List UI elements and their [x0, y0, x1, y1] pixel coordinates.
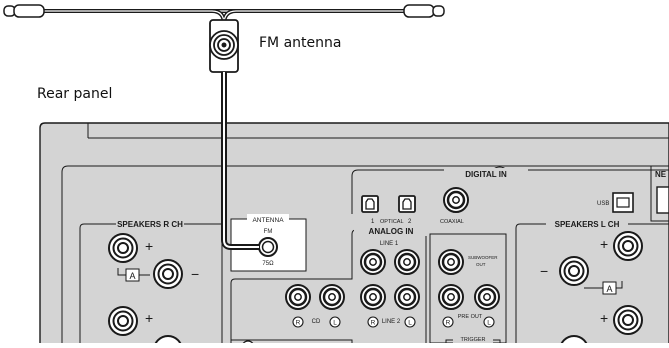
antenna-end-left	[3, 4, 45, 18]
rca-jack-icon[interactable]	[393, 283, 421, 311]
rca-jack-icon[interactable]	[473, 283, 501, 311]
network-section: NE	[650, 165, 669, 222]
digital-in-section: DIGITAL IN 1 OPTICAL 2 COAXIAL USB	[351, 166, 669, 225]
usb-port-icon[interactable]	[612, 192, 634, 213]
rca-jack-icon[interactable]	[359, 248, 387, 276]
rca-jack-icon[interactable]	[437, 283, 465, 311]
speaker-terminal-icon[interactable]	[153, 259, 183, 289]
plus-sign: +	[600, 310, 608, 326]
coaxial-label: COAXIAL	[440, 219, 464, 225]
speaker-terminal-icon[interactable]	[559, 256, 589, 286]
plus-sign: +	[600, 236, 608, 252]
analog-in-section: ANALOG IN LINE 1 R L R L CD LINE 2	[230, 225, 428, 348]
optical-label: OPTICAL	[380, 219, 404, 225]
speakers-l-section: SPEAKERS L CH + + − A	[515, 219, 669, 348]
cd-label: CD	[312, 319, 321, 325]
speakers-l-label: SPEAKERS L CH	[555, 220, 620, 229]
network-label: NE	[655, 170, 667, 179]
plus-sign: +	[145, 238, 153, 254]
rca-jack-icon[interactable]	[359, 283, 387, 311]
pre-out-label: PRE OUT	[458, 314, 483, 320]
optical-2-label: 2	[408, 219, 412, 225]
rca-jack-icon[interactable]	[393, 248, 421, 276]
line2-label: LINE 2	[382, 319, 401, 325]
subwoofer-out-label: OUT	[476, 262, 486, 267]
minus-sign: −	[191, 266, 199, 282]
rca-jack-icon[interactable]	[284, 283, 312, 311]
fm-antenna-connector-icon	[209, 19, 239, 73]
speaker-terminal-icon[interactable]	[108, 233, 138, 263]
antenna-section: ANTENNA FM 75Ω	[230, 214, 307, 272]
speaker-terminal-icon[interactable]	[613, 231, 643, 261]
speaker-terminal-icon[interactable]	[613, 305, 643, 335]
speaker-terminal-icon[interactable]	[108, 306, 138, 336]
ohm-label: 75Ω	[262, 261, 274, 267]
r-marker: R	[371, 320, 376, 327]
line1-label: LINE 1	[380, 241, 399, 247]
rear-panel-caption: Rear panel	[37, 86, 113, 102]
l-marker: L	[408, 320, 412, 327]
fm-label: FM	[264, 229, 273, 235]
optical-port-icon[interactable]	[398, 195, 416, 213]
optical-port-icon[interactable]	[361, 195, 379, 213]
plus-sign: +	[145, 310, 153, 326]
l-marker: L	[333, 320, 337, 327]
r-marker: R	[296, 320, 301, 327]
r-marker: R	[446, 320, 451, 327]
a-marker: A	[606, 284, 612, 294]
coaxial-jack-icon[interactable]	[442, 186, 470, 214]
rca-jack-icon[interactable]	[318, 283, 346, 311]
fm-antenna-caption: FM antenna	[259, 35, 342, 51]
digital-in-label: DIGITAL IN	[465, 170, 507, 179]
antenna-label: ANTENNA	[252, 217, 284, 224]
l-marker: L	[487, 320, 491, 327]
a-marker: A	[129, 271, 135, 281]
trigger-label: TRIGGER	[460, 337, 485, 343]
speakers-r-label: SPEAKERS R CH	[117, 220, 183, 229]
antenna-end-right	[403, 4, 445, 18]
optical-1-label: 1	[371, 219, 375, 225]
minus-sign: −	[540, 263, 548, 279]
usb-label: USB	[597, 201, 609, 207]
fm-antenna-cable	[3, 4, 445, 250]
subwoofer-label: SUBWOOFER	[468, 255, 498, 260]
rca-jack-icon[interactable]	[437, 248, 465, 276]
analog-in-label: ANALOG IN	[369, 227, 414, 236]
